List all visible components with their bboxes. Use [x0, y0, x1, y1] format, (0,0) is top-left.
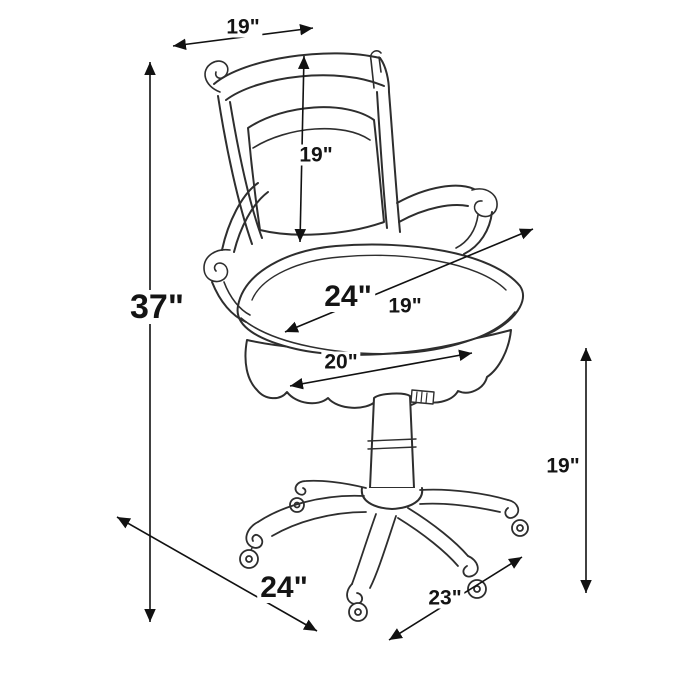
- dim-label-seat-to-floor: 19": [543, 455, 583, 477]
- dim-label-base-diagonal: 23": [425, 587, 465, 609]
- chair-pedestal: [360, 389, 435, 510]
- arrow-seat-diagonal: [284, 228, 534, 333]
- dim-label-back-height: 19": [296, 144, 336, 166]
- dim-label-seat-front-width: 20": [321, 351, 361, 373]
- dim-label-base-width: 24": [257, 573, 311, 603]
- dim-label-overall-height: 37": [127, 290, 187, 324]
- chair-backrest: [204, 50, 401, 245]
- dim-label-seat-diagonal: 24": [321, 282, 375, 312]
- arrow-seat-front-width: [289, 349, 473, 390]
- chair-left-arm: [203, 182, 269, 323]
- chair-right-arm: [396, 184, 498, 255]
- dim-label-top-width: 19": [223, 16, 263, 38]
- dim-label-seat-depth: 19": [385, 295, 425, 317]
- arrow-base-width: [116, 516, 318, 632]
